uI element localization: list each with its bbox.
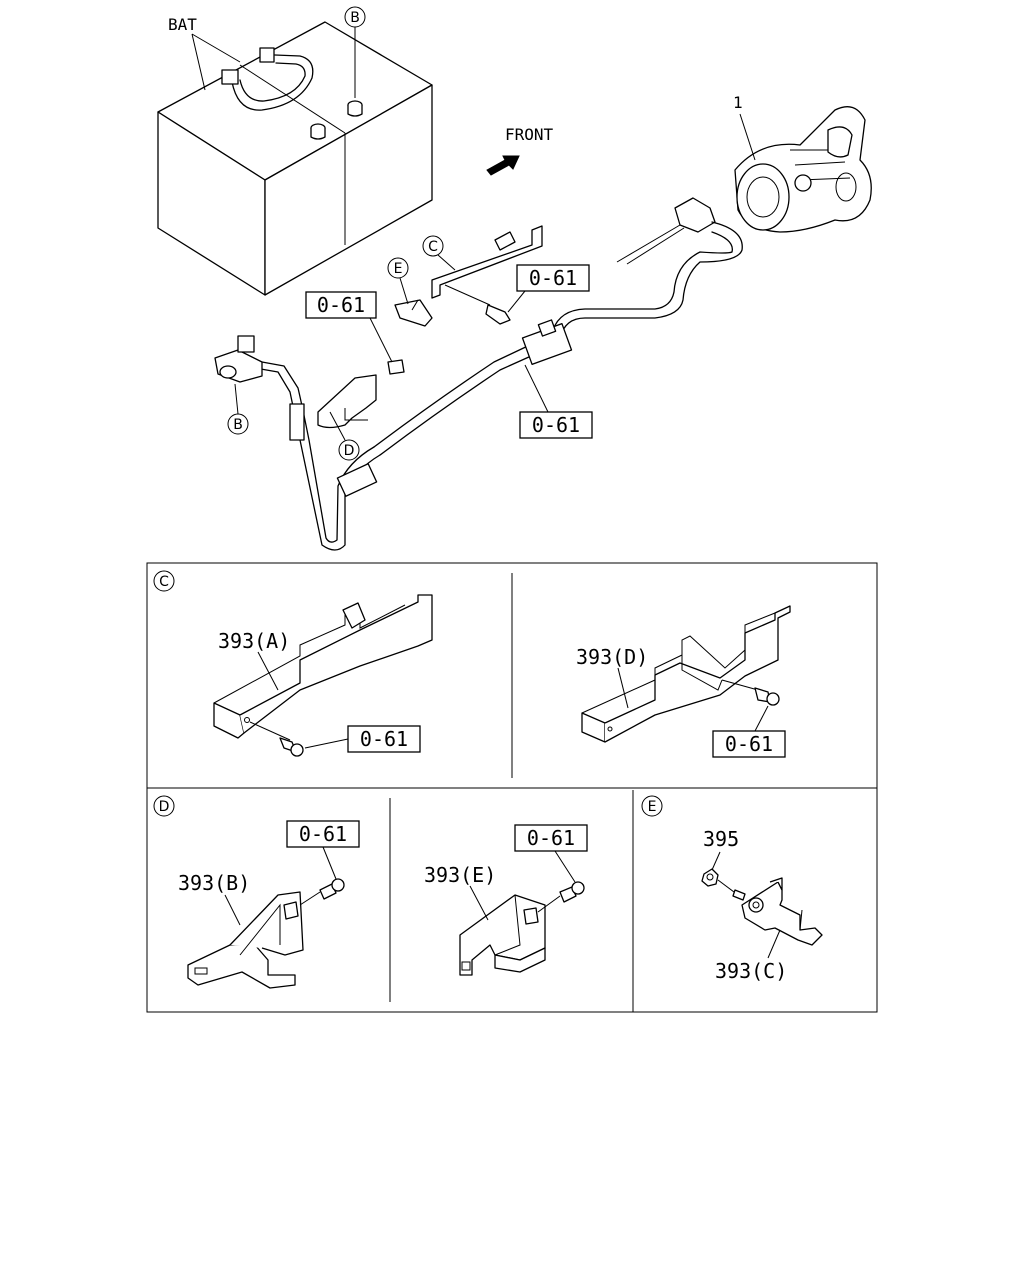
ref-0-61-d-right: 0-61 [514, 824, 588, 883]
label-395: 395 [703, 827, 739, 851]
svg-text:B: B [233, 417, 243, 433]
ref-c-main: C [422, 235, 456, 271]
main-cable [254, 197, 743, 551]
starter-motor [734, 106, 872, 233]
svg-text:C: C [428, 239, 438, 255]
bolt-d-right [537, 881, 585, 913]
ref-0-61-c: 0-61 [507, 264, 590, 313]
battery [157, 21, 433, 296]
ref-0-61-d-left: 0-61 [286, 820, 360, 880]
nut-395 [701, 868, 746, 901]
label-393d: 393(D) [576, 645, 648, 669]
bolt-c-right [754, 687, 780, 706]
bracket-393c [741, 877, 823, 946]
svg-text:0-61: 0-61 [317, 293, 365, 317]
ref-e-main: E [387, 257, 409, 305]
label-393a: 393(A) [218, 629, 290, 653]
svg-text:C: C [159, 574, 169, 590]
bracket-e-main [394, 299, 433, 327]
svg-text:FRONT: FRONT [505, 125, 554, 144]
svg-text:D: D [344, 443, 355, 459]
part-1-label: 1 [733, 93, 743, 112]
bat-label: BAT [168, 15, 197, 34]
svg-text:E: E [648, 799, 657, 815]
battery-terminal [214, 335, 263, 383]
detail-c: C 393(A) 0-61 393(D) [153, 570, 791, 758]
svg-text:D: D [159, 799, 170, 815]
bolt-c-left [279, 737, 304, 757]
bracket-393b [187, 891, 304, 989]
svg-text:B: B [350, 10, 360, 26]
svg-text:0-61: 0-61 [360, 727, 408, 751]
ref-b-top: B [344, 6, 366, 98]
detail-d: D 393(B) 0-61 393(E) [153, 795, 588, 989]
svg-text:E: E [394, 261, 403, 277]
svg-text:0-61: 0-61 [529, 266, 577, 290]
bolt-d-left [299, 878, 345, 906]
bracket-d-main [317, 359, 405, 429]
bracket-393e [459, 894, 546, 976]
front-arrow: FRONT [486, 125, 554, 176]
bracket-393a [213, 594, 433, 739]
svg-text:0-61: 0-61 [299, 822, 347, 846]
ref-0-61-c-left: 0-61 [304, 725, 421, 753]
ref-0-61-d: 0-61 [305, 291, 393, 363]
bracket-c-main [431, 225, 543, 325]
svg-text:0-61: 0-61 [527, 826, 575, 850]
bracket-393d [581, 605, 791, 743]
label-393c: 393(C) [715, 959, 787, 983]
svg-text:0-61: 0-61 [725, 732, 773, 756]
main-assembly: BAT B FRONT 1 [157, 6, 872, 551]
label-393b: 393(B) [178, 871, 250, 895]
detail-e: E 395 393(C) [641, 795, 823, 983]
detail-frame [146, 562, 878, 1013]
ref-0-61-cable: 0-61 [519, 364, 593, 439]
svg-text:0-61: 0-61 [532, 413, 580, 437]
ref-0-61-c-right: 0-61 [712, 705, 786, 758]
ref-b-bottom: B [227, 383, 249, 435]
ref-d-main: D [329, 411, 360, 461]
label-393e: 393(E) [424, 863, 496, 887]
